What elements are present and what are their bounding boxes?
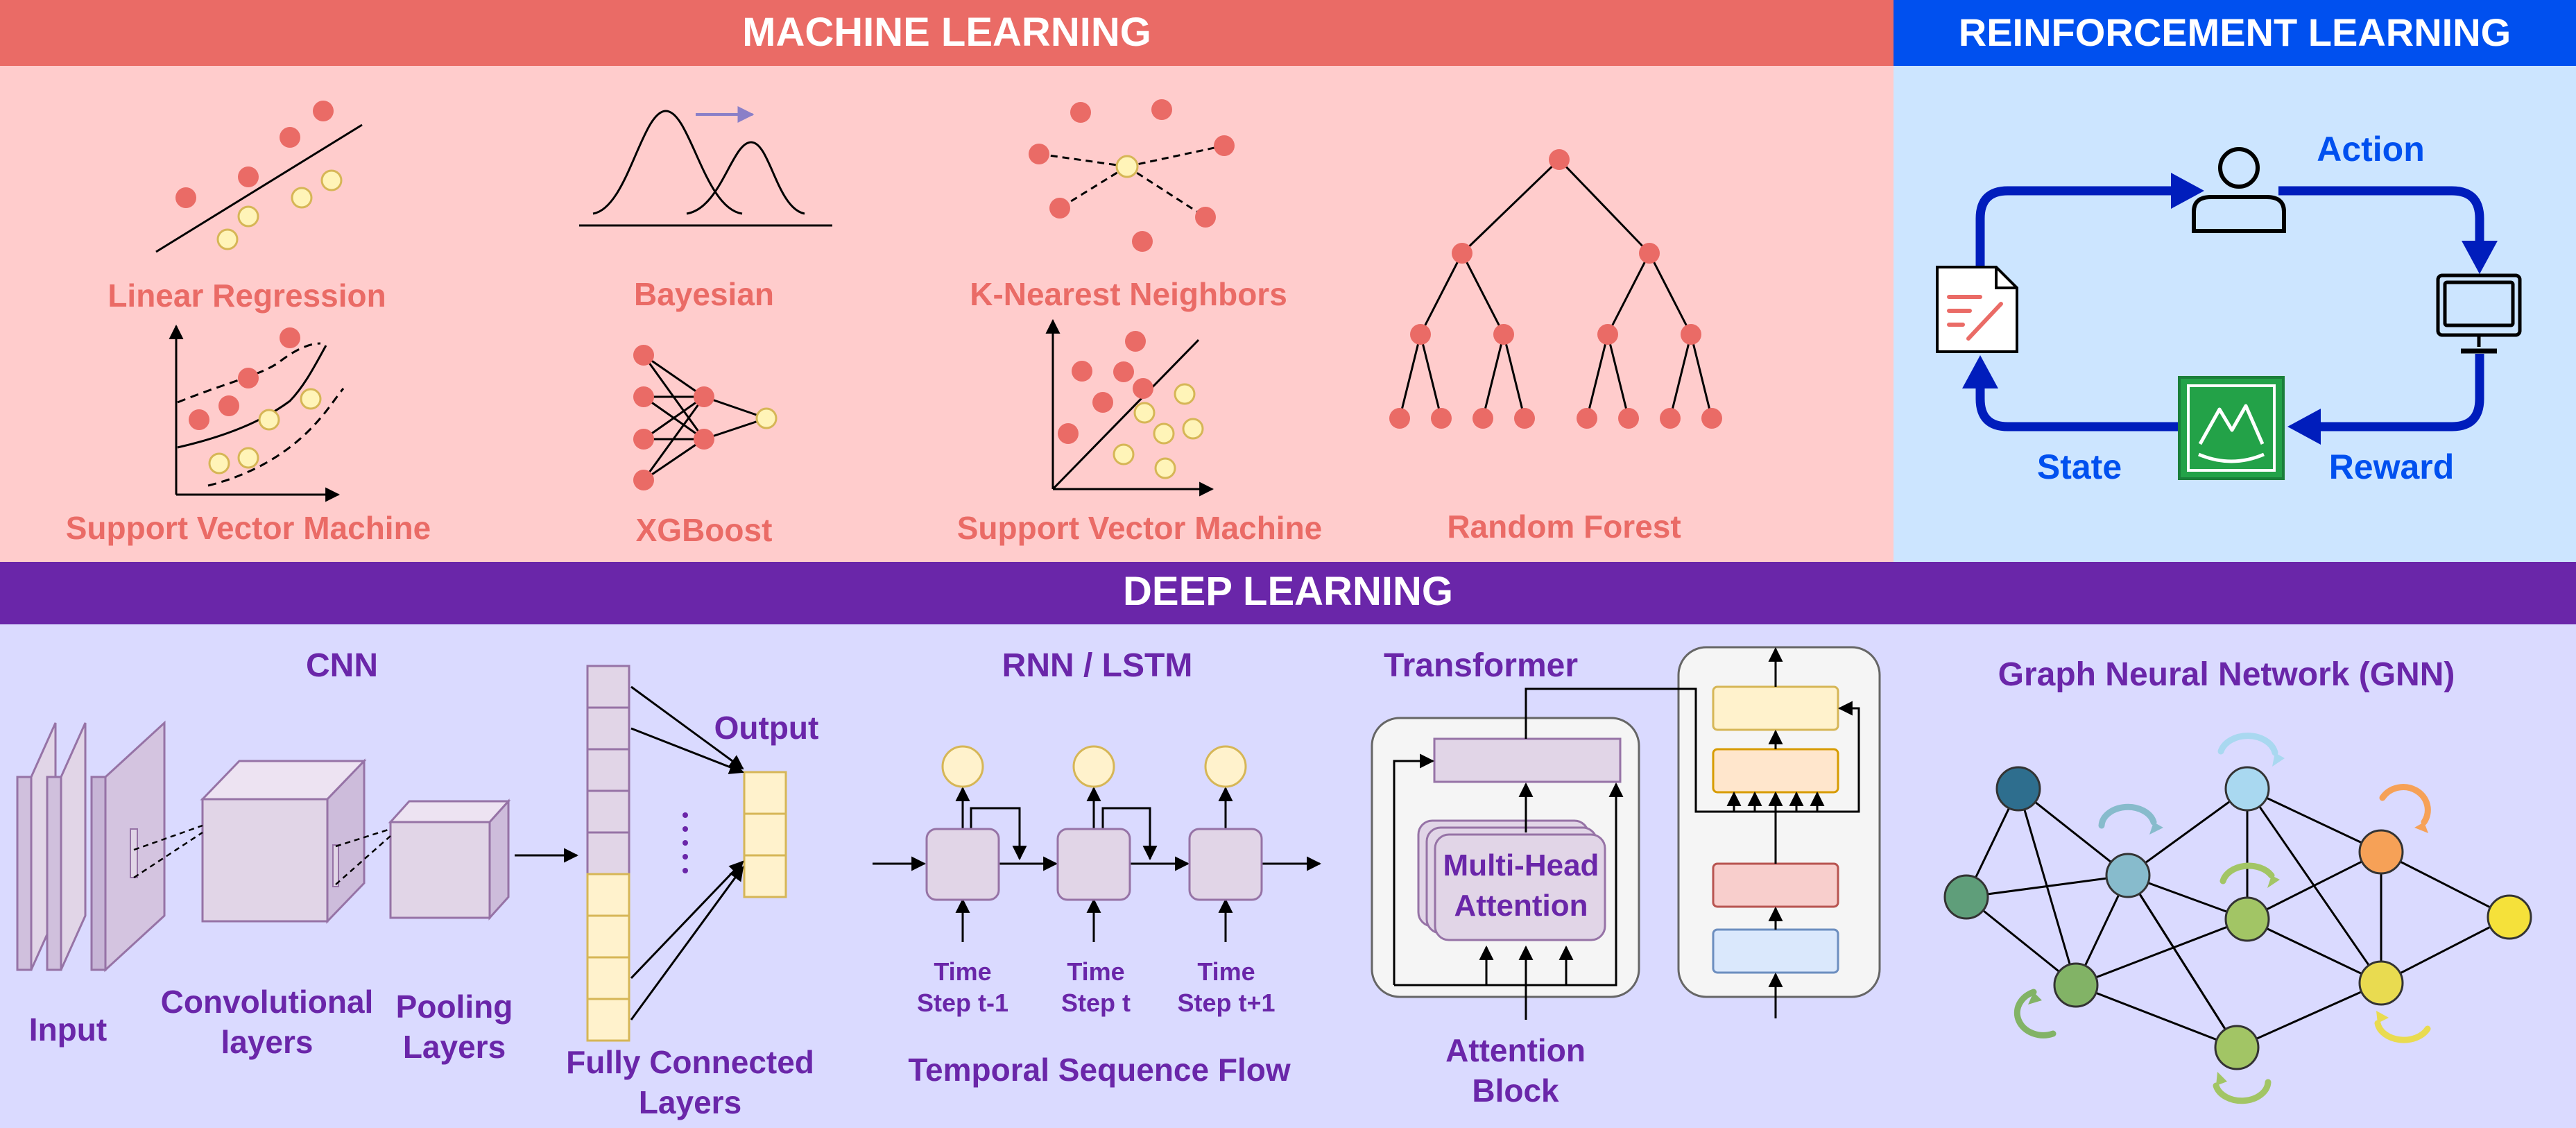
ml-background [0, 66, 1894, 562]
cnn-dashed-links [133, 824, 391, 885]
dl-header: DEEP LEARNING [1123, 569, 1453, 614]
rl-loop [1975, 186, 2484, 431]
random-forest-icon [1389, 149, 1722, 429]
cnn-title: CNN [306, 647, 378, 684]
input-label: Input [29, 1011, 107, 1048]
timestep-1-a: Time [934, 957, 991, 986]
gnn-loop-arrowheads [2028, 753, 2428, 1086]
cnn-input-stack [16, 720, 166, 973]
svm-chart-1-icon [169, 324, 345, 502]
attention-block-label-2: Block [1472, 1073, 1559, 1109]
svm-label-2: Support Vector Machine [957, 510, 1323, 546]
mha-label-2: Attention [1454, 889, 1588, 923]
rl-arrowheads [1962, 173, 2498, 445]
monitor-icon [2436, 273, 2522, 354]
timestep-3-a: Time [1197, 957, 1255, 986]
bayesian-label: Bayesian [634, 276, 774, 312]
environment-landscape-icon [2178, 376, 2285, 480]
fc-ellipsis [682, 812, 688, 873]
fc-label-2: Layers [639, 1084, 741, 1120]
conv-label-2: layers [221, 1024, 313, 1060]
random-forest-label: Random Forest [1447, 509, 1681, 545]
rnn-title: RNN / LSTM [1002, 647, 1193, 684]
xgboost-label: XGBoost [636, 512, 773, 548]
rl-header: REINFORCEMENT LEARNING [1959, 10, 2511, 54]
user-icon [2192, 147, 2286, 233]
transformer-title: Transformer [1384, 647, 1578, 684]
fc-connections [630, 685, 744, 1020]
linear-regression-label: Linear Regression [108, 277, 386, 314]
pool-label-1: Pooling [396, 989, 513, 1025]
timestep-3-b: Step t+1 [1177, 989, 1275, 1017]
document-edit-icon [1936, 266, 2018, 353]
ml-header-bar [0, 0, 1894, 66]
linear-regression-icon [155, 101, 363, 253]
timestep-2-a: Time [1067, 957, 1124, 986]
ml-header: MACHINE LEARNING [742, 10, 1151, 55]
fc-label-1: Fully Connected [566, 1044, 814, 1080]
xgboost-icon [633, 345, 778, 490]
bayesian-icon [579, 106, 832, 227]
gnn-graph [1943, 733, 2532, 1104]
knn-label: K-Nearest Neighbors [970, 276, 1287, 312]
rl-header-bar [1894, 0, 2576, 66]
transformer-diagram [1371, 646, 1881, 1020]
knn-icon [1029, 99, 1235, 252]
timestep-1-b: Step t-1 [917, 989, 1008, 1017]
fc-layer-column [586, 665, 630, 1042]
cnn-conv-block [200, 758, 367, 924]
timestep-2-b: Step t [1061, 989, 1131, 1017]
attention-block-label-1: Attention [1445, 1032, 1586, 1068]
svm-label-1: Support Vector Machine [66, 510, 431, 546]
gnn-title: Graph Neural Network (GNN) [1998, 656, 2455, 693]
fc-output-column [743, 771, 787, 898]
mha-label-1: Multi-Head [1443, 848, 1599, 882]
rnn-diagram [873, 745, 1322, 942]
cnn-pool-block [388, 798, 511, 921]
reward-label: Reward [2329, 447, 2455, 486]
action-label: Action [2317, 130, 2425, 169]
conv-label-1: Convolutional [161, 984, 374, 1020]
temporal-label: Temporal Sequence Flow [908, 1052, 1290, 1088]
svm-chart-2-icon [1045, 318, 1214, 497]
output-label: Output [714, 710, 819, 746]
pool-label-2: Layers [403, 1029, 506, 1065]
state-label: State [2037, 447, 2122, 486]
dl-header-bar [0, 562, 2576, 624]
